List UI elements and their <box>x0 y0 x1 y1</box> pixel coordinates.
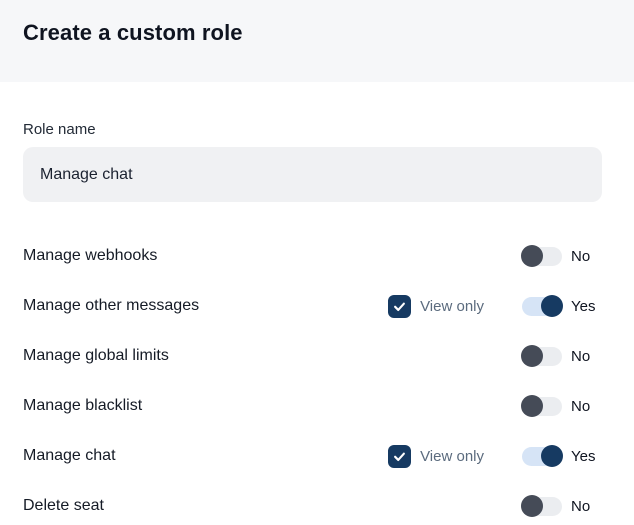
permission-row-1: Manage other messages View only Yes <box>23 281 602 331</box>
toggle-knob <box>521 395 543 417</box>
toggle-knob <box>521 345 543 367</box>
toggle-group: Yes <box>522 445 602 467</box>
role-name-label: Role name <box>23 121 96 138</box>
toggle-knob <box>541 295 563 317</box>
dialog-body: Role name Manage webhooks No Manage othe… <box>0 82 634 525</box>
view-only-checkbox[interactable] <box>388 294 412 318</box>
toggle-group: No <box>521 345 602 367</box>
view-only-label: View only <box>420 447 484 465</box>
permission-toggle[interactable] <box>521 345 562 367</box>
view-only-group: View only <box>388 294 484 318</box>
view-only-label: View only <box>420 297 484 315</box>
check-icon <box>394 302 405 311</box>
view-only-checkbox[interactable] <box>388 444 412 468</box>
toggle-knob <box>541 445 563 467</box>
toggle-knob <box>521 245 543 267</box>
toggle-state-label: Yes <box>571 297 596 315</box>
permission-label: Manage global limits <box>23 347 169 364</box>
role-name-input[interactable] <box>23 147 602 202</box>
toggle-state-label: No <box>571 497 591 515</box>
view-only-group: View only <box>388 444 484 468</box>
page-title: Create a custom role <box>23 20 243 45</box>
permission-label: Manage blacklist <box>23 397 143 414</box>
permission-label: Manage chat <box>23 447 116 464</box>
toggle-state-label: No <box>571 347 591 365</box>
toggle-state-label: No <box>571 247 591 265</box>
permission-toggle[interactable] <box>522 295 563 317</box>
check-icon <box>394 452 405 461</box>
permission-list: Manage webhooks No Manage other messages… <box>23 231 602 525</box>
toggle-group: No <box>521 395 602 417</box>
toggle-state-label: No <box>571 397 591 415</box>
toggle-state-label: Yes <box>571 447 596 465</box>
permission-row-3: Manage blacklist No <box>23 381 602 431</box>
permission-label: Manage webhooks <box>23 247 158 264</box>
permission-toggle[interactable] <box>521 245 562 267</box>
toggle-group: No <box>521 495 602 517</box>
permission-label: Manage other messages <box>23 297 200 314</box>
permission-toggle[interactable] <box>521 395 562 417</box>
permission-row-2: Manage global limits No <box>23 331 602 381</box>
permission-row-0: Manage webhooks No <box>23 231 602 281</box>
permission-row-4: Manage chat View only Yes <box>23 431 602 481</box>
permission-toggle[interactable] <box>522 445 563 467</box>
permission-row-5: Delete seat No <box>23 481 602 525</box>
permission-label: Delete seat <box>23 497 104 514</box>
toggle-knob <box>521 495 543 517</box>
toggle-group: Yes <box>522 295 602 317</box>
dialog-header: Create a custom role <box>0 0 634 82</box>
permission-toggle[interactable] <box>521 495 562 517</box>
toggle-group: No <box>521 245 602 267</box>
